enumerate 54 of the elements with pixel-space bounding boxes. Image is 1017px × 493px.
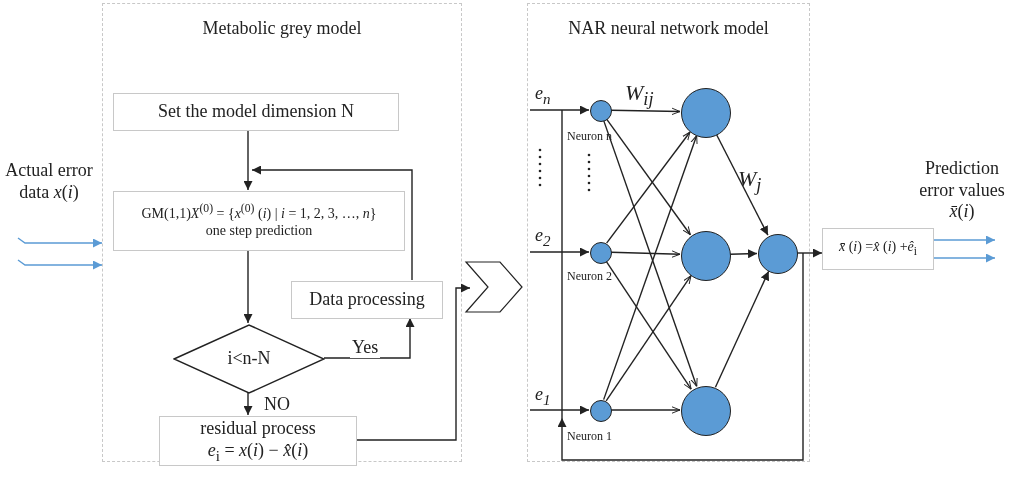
- arrow: [243, 392, 253, 416]
- arrow: [557, 252, 804, 461]
- arrow: [17, 237, 103, 248]
- neuron-circle: [590, 242, 612, 264]
- arrow: [796, 248, 823, 258]
- neuron-circle: [758, 234, 798, 274]
- arrow: [610, 406, 681, 414]
- arrow: [529, 405, 590, 415]
- arrow: [529, 247, 590, 257]
- arrow: [605, 118, 692, 236]
- arrow: [605, 131, 691, 244]
- box-text: one step prediction: [205, 222, 313, 240]
- arrow: [605, 275, 692, 402]
- box-text: GM(1,1)X$^{(0)}$ = {x$^{(0)}$ (i) | i = 1, 2, 3, …, n}: [141, 202, 377, 223]
- arrow: [605, 260, 692, 390]
- output-caption: Prediction error values x̄(i): [918, 158, 1006, 223]
- panel-title: Metabolic grey model: [201, 18, 363, 39]
- arrow: [715, 133, 769, 236]
- neuron-circle: [681, 386, 731, 436]
- input-caption: Actual error data x(i): [4, 160, 94, 204]
- box-text: e$_{i}$ = x(i) − x̂(i): [207, 439, 309, 465]
- process-box: [159, 416, 357, 466]
- neuron-caption: Neuron 1: [567, 429, 612, 444]
- arrow: [529, 105, 590, 115]
- process-box: [113, 191, 405, 251]
- panel-title: NAR neural network model: [567, 18, 770, 39]
- box-text: Data processing: [309, 289, 425, 311]
- chevron-arrow: [464, 261, 523, 313]
- arrow: [243, 249, 253, 324]
- process-box: [291, 281, 443, 319]
- decision-text: i<n-N: [226, 348, 272, 370]
- weight-label: W$_{ij}$: [625, 80, 654, 112]
- arrow: [714, 270, 770, 388]
- neuron-circle: [681, 88, 731, 138]
- arrow: [251, 165, 413, 281]
- arrow: [243, 129, 253, 191]
- arrow: [933, 253, 996, 263]
- neuron-circle: [681, 231, 731, 281]
- neuron-circle: [590, 400, 612, 422]
- neuron-caption: Neuron 2: [567, 269, 612, 284]
- arrow: [610, 250, 681, 258]
- neuron-circle: [590, 100, 612, 122]
- arrow: [17, 259, 103, 270]
- arrow: [323, 317, 415, 359]
- edge-label: Yes: [350, 338, 381, 358]
- process-box: [822, 228, 934, 270]
- process-box: [113, 93, 399, 131]
- box-text: residual process: [200, 417, 316, 440]
- weight-label: W$_{j}$: [738, 166, 762, 198]
- arrow: [933, 235, 996, 245]
- box-text: Set the model dimension N: [158, 101, 354, 123]
- box-text: x̄ (i) =x̂ (i) +ê$_{i}$: [838, 239, 918, 259]
- arrow: [729, 249, 758, 259]
- arrow: [355, 283, 471, 441]
